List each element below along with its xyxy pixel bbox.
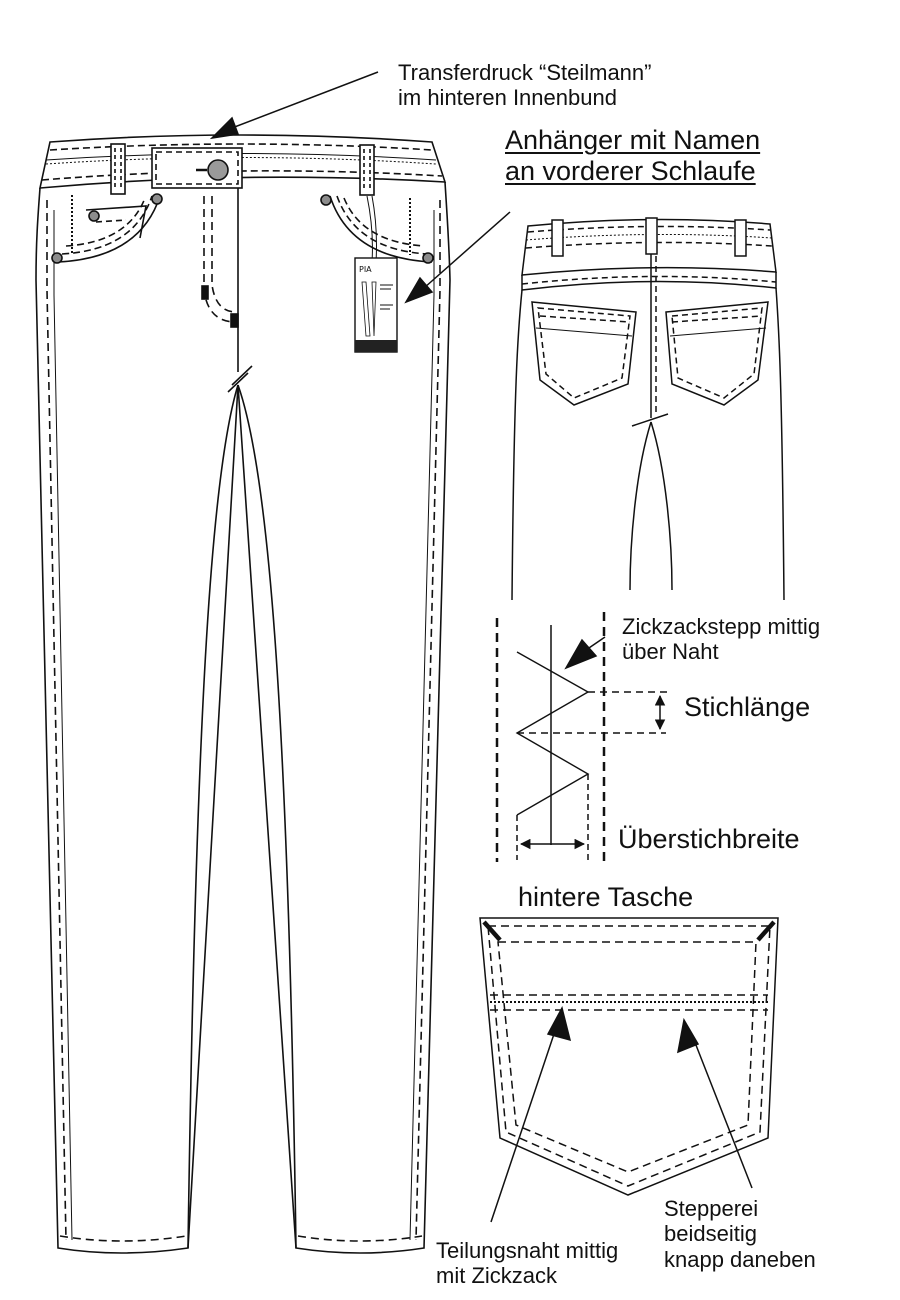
back-belt-loop	[645, 217, 658, 255]
rivet	[151, 193, 163, 205]
belt-loop-left	[110, 143, 126, 195]
rivet	[88, 210, 100, 222]
label-topstitch-note: Stepperei beidseitig knapp daneben	[664, 1196, 816, 1272]
label-hang-tag: Anhänger mit Namen an vorderer Schlaufe	[505, 125, 761, 187]
callout-arrows	[209, 71, 753, 1223]
front-pocket-left	[57, 195, 161, 263]
label-overstitch-width: Überstichbreite	[618, 824, 800, 854]
label-transfer-print: Transferdruck “Steilmann” im hinteren In…	[398, 60, 652, 111]
hang-tag: PIA	[354, 257, 398, 353]
belt-loop-right	[359, 144, 375, 196]
rivet	[422, 252, 434, 264]
waist-button	[207, 159, 229, 181]
rivet	[320, 194, 332, 206]
back-belt-loop	[551, 219, 564, 257]
zigzag-stitch-detail	[495, 612, 670, 862]
label-back-pocket-title: hintere Tasche	[518, 882, 694, 912]
rivet	[51, 252, 63, 264]
label-seam-note: Teilungsnaht mittig mit Zickzack	[436, 1238, 619, 1289]
back-pocket-detail	[479, 917, 779, 1196]
back-pocket-right	[665, 301, 769, 406]
back-view-jeans	[511, 217, 785, 601]
front-view-jeans	[35, 134, 451, 1254]
label-zigzag-stitch: Zickzackstepp mittig über Naht	[622, 614, 821, 665]
label-stitch-length: Stichlänge	[684, 692, 811, 722]
hang-tag-name: PIA	[359, 265, 372, 274]
fly-stitching	[203, 196, 237, 323]
back-belt-loop	[734, 219, 747, 257]
front-pocket-right	[329, 195, 433, 263]
back-pocket-left	[531, 301, 637, 406]
